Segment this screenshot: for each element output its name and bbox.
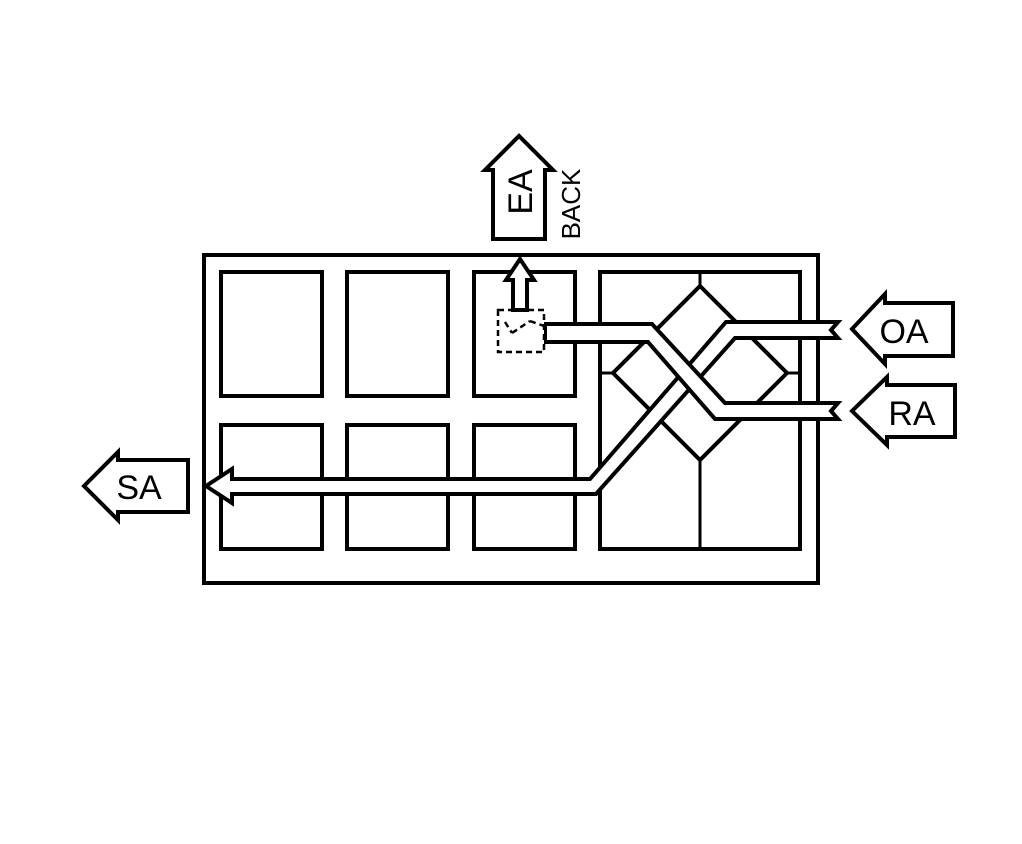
exhaust-position-label: BACK [556,168,586,239]
return-air-duct [543,322,843,421]
exhaust-air-arrow [480,133,558,241]
compartment-top-1 [219,270,324,398]
exhaust-flow-arrow [502,255,538,312]
compartment-top-2 [345,270,450,398]
exhaust-damper [496,308,546,354]
supply-air-duct [202,320,843,507]
outdoor-air-label: OA [879,313,928,351]
return-air-arrow [849,372,957,450]
return-air-label: RA [888,395,936,433]
supply-air-label: SA [116,469,162,507]
supply-air-arrow [81,447,190,525]
exhaust-air-label: EA [502,169,540,215]
outdoor-air-arrow [849,288,955,370]
